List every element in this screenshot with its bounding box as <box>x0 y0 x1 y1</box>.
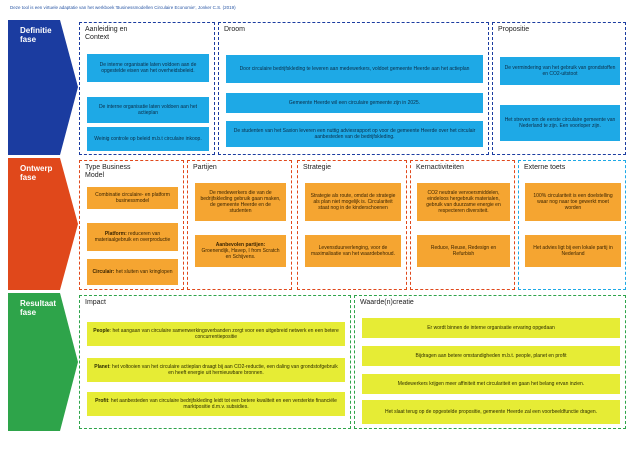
phase-resultaat-arrow: Resultaat fase <box>8 293 78 431</box>
impact-card: Profit: het aanbesteden van circulaire b… <box>87 392 345 416</box>
kernactiviteiten-title: Kernactiviteiten <box>416 164 464 171</box>
kernactiviteiten-card: CO2 neutrale vervoersmiddelen, eindeloos… <box>417 183 510 221</box>
partijen-title: Partijen <box>193 164 217 171</box>
phase-resultaat-line1: Resultaat <box>20 299 57 308</box>
phase-ontwerp-line1: Ontwerp <box>20 164 53 173</box>
waardecreatie-card: Medewerkers krijgen meer affiniteit met … <box>362 374 620 394</box>
externe-toets-card: Het advies ligt bij een lokale partij in… <box>525 235 621 267</box>
aanleiding-card: Weinig controle op beleid m.b.t circulai… <box>87 127 209 151</box>
section-strategie: Strategie Strategie als route, omdat de … <box>297 160 407 290</box>
propositie-card: Het streven om de eerste circulaire geme… <box>500 105 620 141</box>
type-bm-card: Platform: reduceren van materiaalgebruik… <box>87 223 178 251</box>
phase-ontwerp-label: Ontwerp fase <box>20 164 52 182</box>
propositie-card: De vermindering van het gebruik van gron… <box>500 57 620 85</box>
phase-definitie-line1: Definitie <box>20 26 52 35</box>
impact-card-text: : het aangaan van circulaire samenwerkin… <box>109 328 339 340</box>
type-bm-title-line2: Model <box>85 172 105 179</box>
externe-toets-title: Externe toets <box>524 164 566 171</box>
aanleiding-card: De interne organisatie laten voldoen aan… <box>87 54 209 82</box>
type-bm-card: Circulair: het sluiten van kringlopen <box>87 259 178 285</box>
type-bm-card-text: Combinatie circulaire- en platform busin… <box>95 192 170 204</box>
waardecreatie-card: Het slaat terug op de opgestelde proposi… <box>362 400 620 424</box>
phase-definitie-arrow: Definitie fase <box>8 20 78 155</box>
section-waardecreatie: Waarde(n)creatie Er wordt binnen de inte… <box>354 295 626 429</box>
source-caption: Deze tool is een virtuele adaptatie van … <box>10 5 236 10</box>
waardecreatie-card: Bijdragen aan betere omstandigheden m.b.… <box>362 346 620 366</box>
section-impact: Impact People: het aangaan van circulair… <box>79 295 351 429</box>
impact-card-text: : het aanbesteden van circulaire bedrijf… <box>108 398 337 410</box>
phase-ontwerp-arrow: Ontwerp fase <box>8 158 78 290</box>
waardecreatie-title: Waarde(n)creatie <box>360 299 414 306</box>
type-bm-card-strong: Circulair: <box>92 269 115 275</box>
section-kernactiviteiten: Kernactiviteiten CO2 neutrale vervoersmi… <box>410 160 515 290</box>
droom-card: Door circulaire bedrijfskleding te lever… <box>226 55 483 83</box>
type-bm-card-text: reduceren van materiaalgebruik en overpr… <box>94 231 171 243</box>
arrow-shape-ontwerp <box>8 158 78 290</box>
aanleiding-title: Aanleiding en Context <box>85 26 127 42</box>
type-bm-card-strong: Platform: <box>104 231 127 237</box>
section-droom: Droom Door circulaire bedrijfskleding te… <box>218 22 489 155</box>
phase-ontwerp-line2: fase <box>20 173 37 182</box>
phase-definitie-label: Definitie fase <box>20 26 52 44</box>
droom-title: Droom <box>224 26 246 33</box>
section-type-business-model: Type Business Model Combinatie circulair… <box>79 160 184 290</box>
type-bm-card-text: het sluiten van kringlopen <box>114 269 173 275</box>
section-externe-toets: Externe toets 100% circulariteit is een … <box>518 160 626 290</box>
impact-card-strong: Planet <box>94 364 110 370</box>
impact-card: Planet: het voltooien van het circulaire… <box>87 358 345 382</box>
strategie-card: Levensduurverlenging, voor de maximalisa… <box>305 235 401 267</box>
externe-toets-card: 100% circulariteit is een doelstelling w… <box>525 183 621 221</box>
type-bm-card: Combinatie circulaire- en platform busin… <box>87 187 178 209</box>
phase-definitie-line2: fase <box>20 35 37 44</box>
type-bm-title: Type Business Model <box>85 164 131 180</box>
aanleiding-title-line1: Aanleiding en <box>85 26 128 33</box>
propositie-title: Propositie <box>498 26 530 33</box>
aanleiding-card: De interne organisatie laten voldoen aan… <box>87 97 209 123</box>
strategie-card: Strategie als route, omdat de strategie … <box>305 183 401 221</box>
partijen-card: De medewerkers die van de bedrijfskledin… <box>195 183 286 221</box>
arrow-shape-definitie <box>8 20 78 155</box>
droom-card: Gemeente Heerde wil een circulaire gemee… <box>226 93 483 113</box>
impact-card: People: het aangaan van circulaire samen… <box>87 322 345 346</box>
impact-title: Impact <box>85 299 107 306</box>
section-aanleiding-context: Aanleiding en Context De interne organis… <box>79 22 215 155</box>
section-propositie: Propositie De vermindering van het gebru… <box>492 22 626 155</box>
kernactiviteiten-card: Reduce, Reuse, Redesign en Refurbish <box>417 235 510 267</box>
section-partijen: Partijen De medewerkers die van de bedri… <box>187 160 292 290</box>
partijen-card-text: Groenendijk, Havep, I from Scratch en Sc… <box>201 248 280 260</box>
impact-card-strong: People <box>93 328 110 334</box>
impact-card-text: : het voltooien van het circulaire actie… <box>109 364 338 376</box>
waardecreatie-card: Er wordt binnen de interne organisatie e… <box>362 318 620 338</box>
phase-resultaat-label: Resultaat fase <box>20 299 56 317</box>
strategie-title: Strategie <box>303 164 332 171</box>
type-bm-title-line1: Type Business <box>85 164 131 171</box>
impact-card-strong: Profit <box>95 398 109 404</box>
partijen-card-strong: Aanbevolen partijen: <box>215 242 266 248</box>
aanleiding-title-line2: Context <box>85 34 110 41</box>
arrow-shape-resultaat <box>8 293 78 431</box>
partijen-card: Aanbevolen partijen:Groenendijk, Havep, … <box>195 235 286 267</box>
droom-card: De studenten van het Saxion leveren een … <box>226 121 483 147</box>
phase-resultaat-line2: fase <box>20 308 37 317</box>
